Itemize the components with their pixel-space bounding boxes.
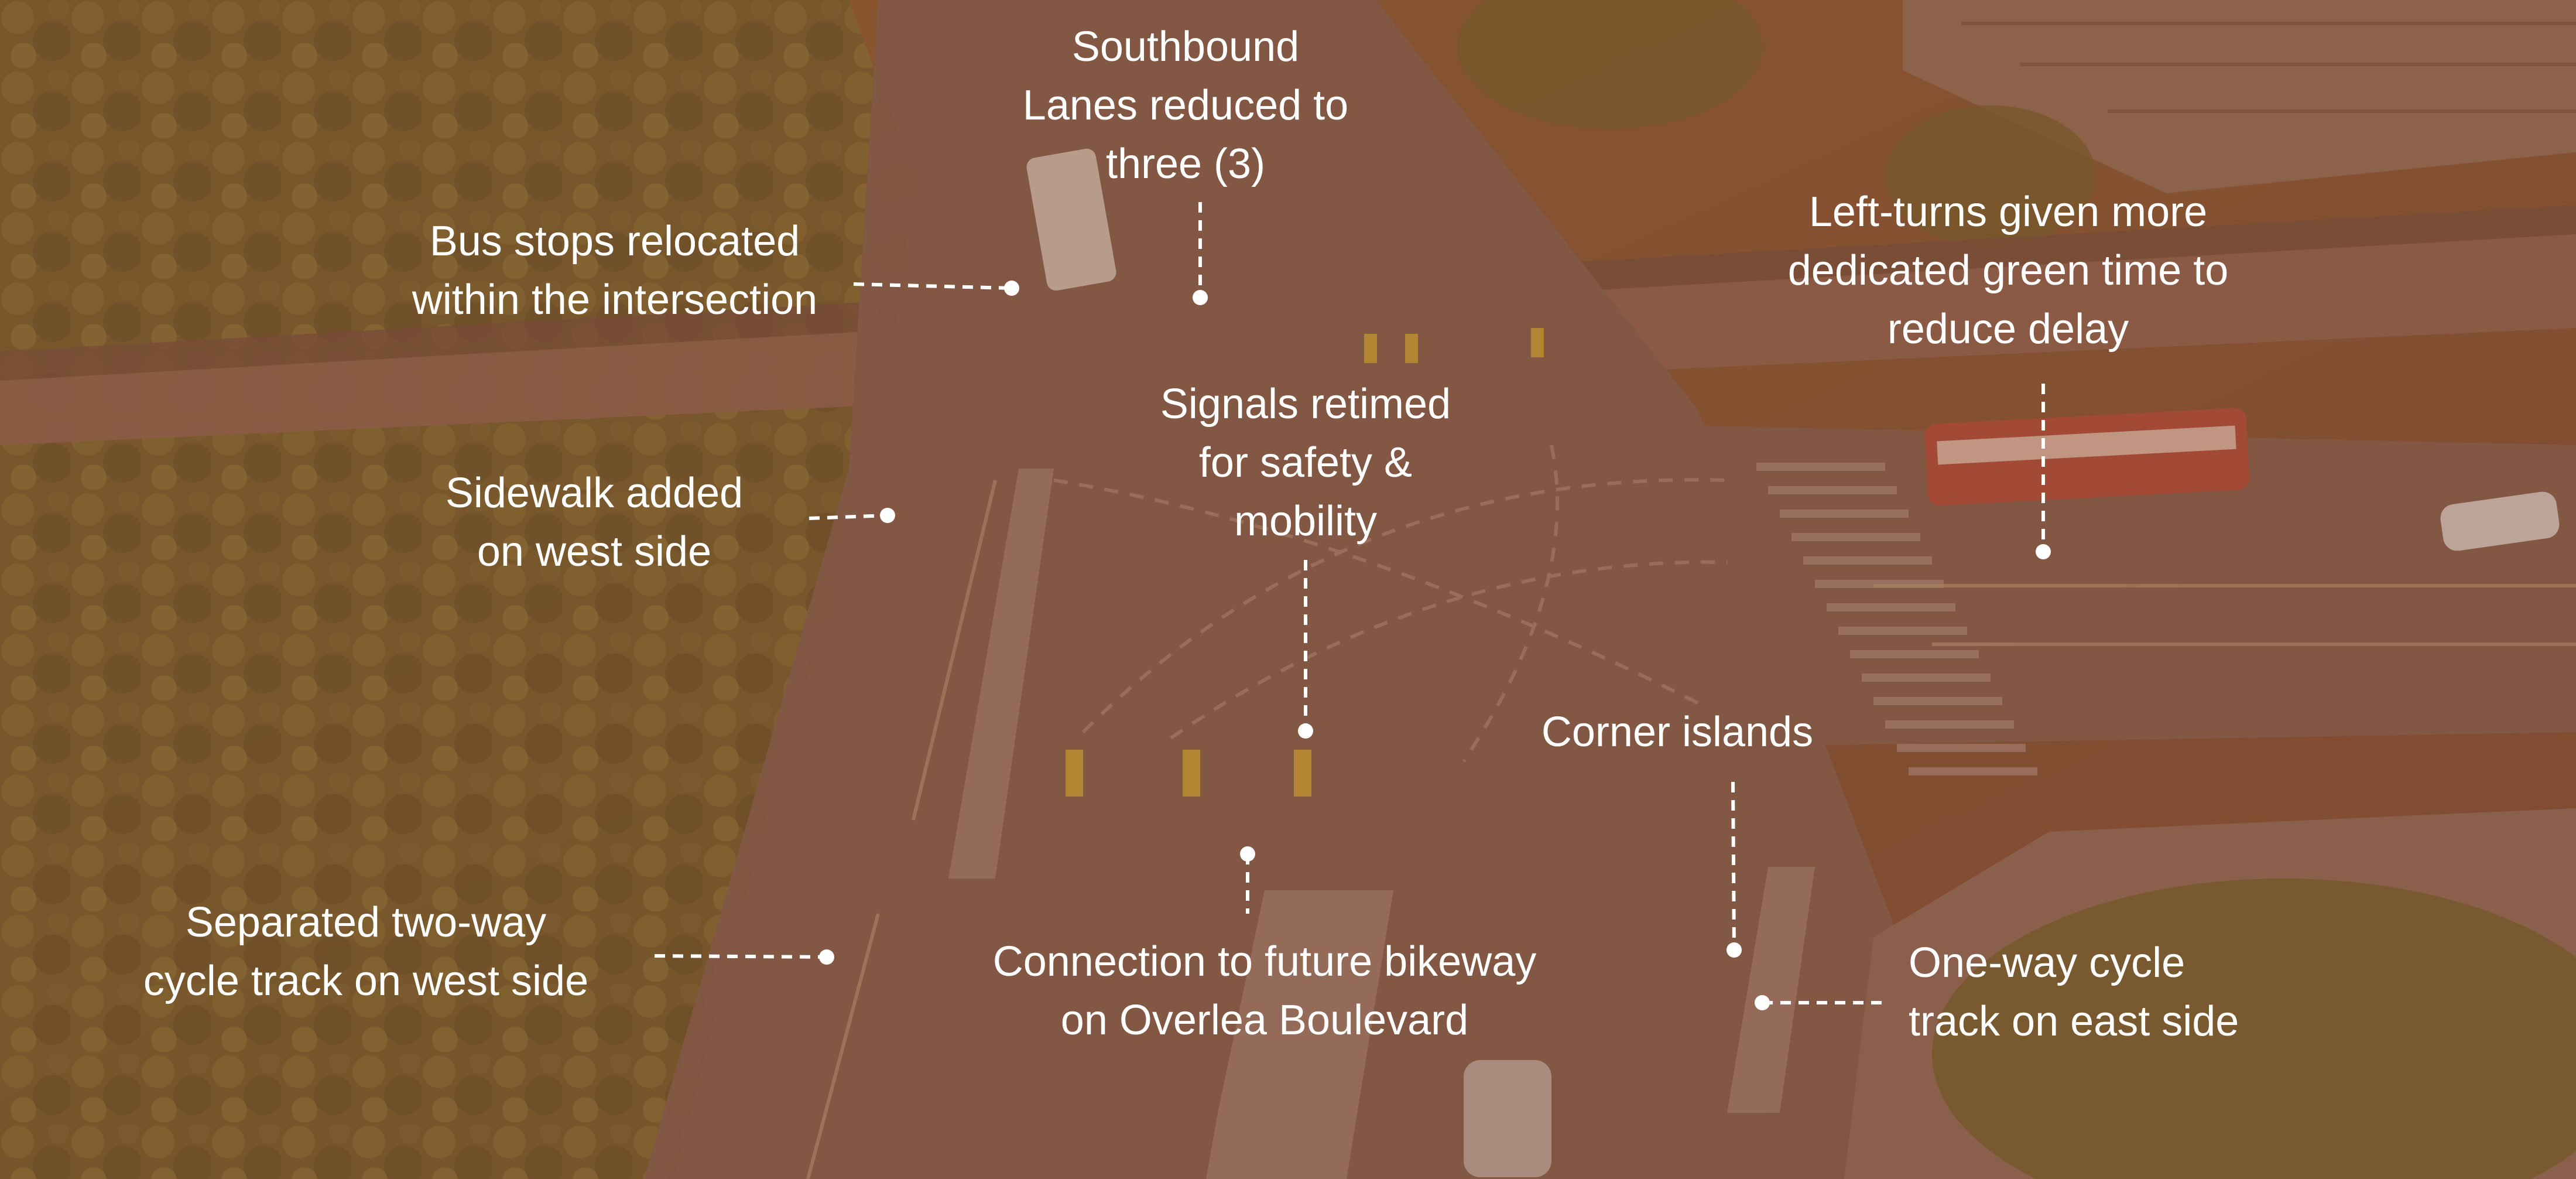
annotation-corner-islands: Corner islands xyxy=(1502,703,1853,761)
marker-sidewalk xyxy=(880,508,895,523)
annotation-line: Corner islands xyxy=(1541,709,1814,756)
annotation-cycle-track-east: One-way cycle track on east side xyxy=(1909,934,2336,1051)
marker-cycle-track-east xyxy=(1755,995,1770,1010)
marker-cycle-track-west xyxy=(819,949,834,965)
annotation-line: One-way cycle xyxy=(1909,939,2186,986)
annotation-cycle-track-west: Separated two-way cycle track on west si… xyxy=(88,893,644,1010)
annotation-line: Left-turns given more xyxy=(1808,189,2208,235)
leader-bus-stops xyxy=(853,282,1012,290)
annotation-line: for safety & xyxy=(1198,439,1413,486)
leader-sidewalk xyxy=(809,514,888,520)
annotation-line: Bus stops relocated xyxy=(429,218,800,265)
annotation-line: on Overlea Boulevard xyxy=(1060,997,1469,1044)
annotation-line: Lanes reduced to xyxy=(1022,82,1349,129)
annotation-line: dedicated green time to xyxy=(1787,247,2229,294)
annotation-line: Signals retimed xyxy=(1160,381,1451,428)
marker-future-bikeway xyxy=(1240,846,1255,862)
annotation-line: Sidewalk added xyxy=(445,470,744,517)
annotation-sidewalk: Sidewalk added on west side xyxy=(404,464,785,581)
annotation-line: mobility xyxy=(1234,498,1378,545)
marker-left-turns xyxy=(2036,544,2051,559)
marker-corner-islands xyxy=(1727,942,1742,958)
annotation-line: three (3) xyxy=(1105,141,1266,187)
marker-signals xyxy=(1298,723,1313,739)
annotation-line: Connection to future bikeway xyxy=(992,938,1537,985)
annotation-signals: Signals retimed for safety & mobility xyxy=(1101,375,1510,551)
annotation-line: Separated two-way xyxy=(185,899,547,946)
annotation-left-turns: Left-turns given more dedicated green ti… xyxy=(1745,183,2272,358)
annotation-line: Southbound xyxy=(1071,23,1300,70)
marker-southbound xyxy=(1193,290,1208,305)
marker-bus-stops xyxy=(1004,281,1019,296)
leader-corner-islands xyxy=(1731,781,1736,951)
annotation-line: within the intersection xyxy=(412,276,818,323)
annotation-line: track on east side xyxy=(1909,998,2239,1045)
annotation-future-bikeway: Connection to future bikeway on Overlea … xyxy=(931,932,1598,1050)
annotation-line: on west side xyxy=(477,528,712,575)
annotation-line: reduce delay xyxy=(1887,306,2129,353)
annotation-bus-stops: Bus stops relocated within the intersect… xyxy=(375,212,855,329)
annotation-southbound: Southbound Lanes reduced to three (3) xyxy=(981,18,1390,193)
annotation-line: cycle track on west side xyxy=(143,958,589,1004)
